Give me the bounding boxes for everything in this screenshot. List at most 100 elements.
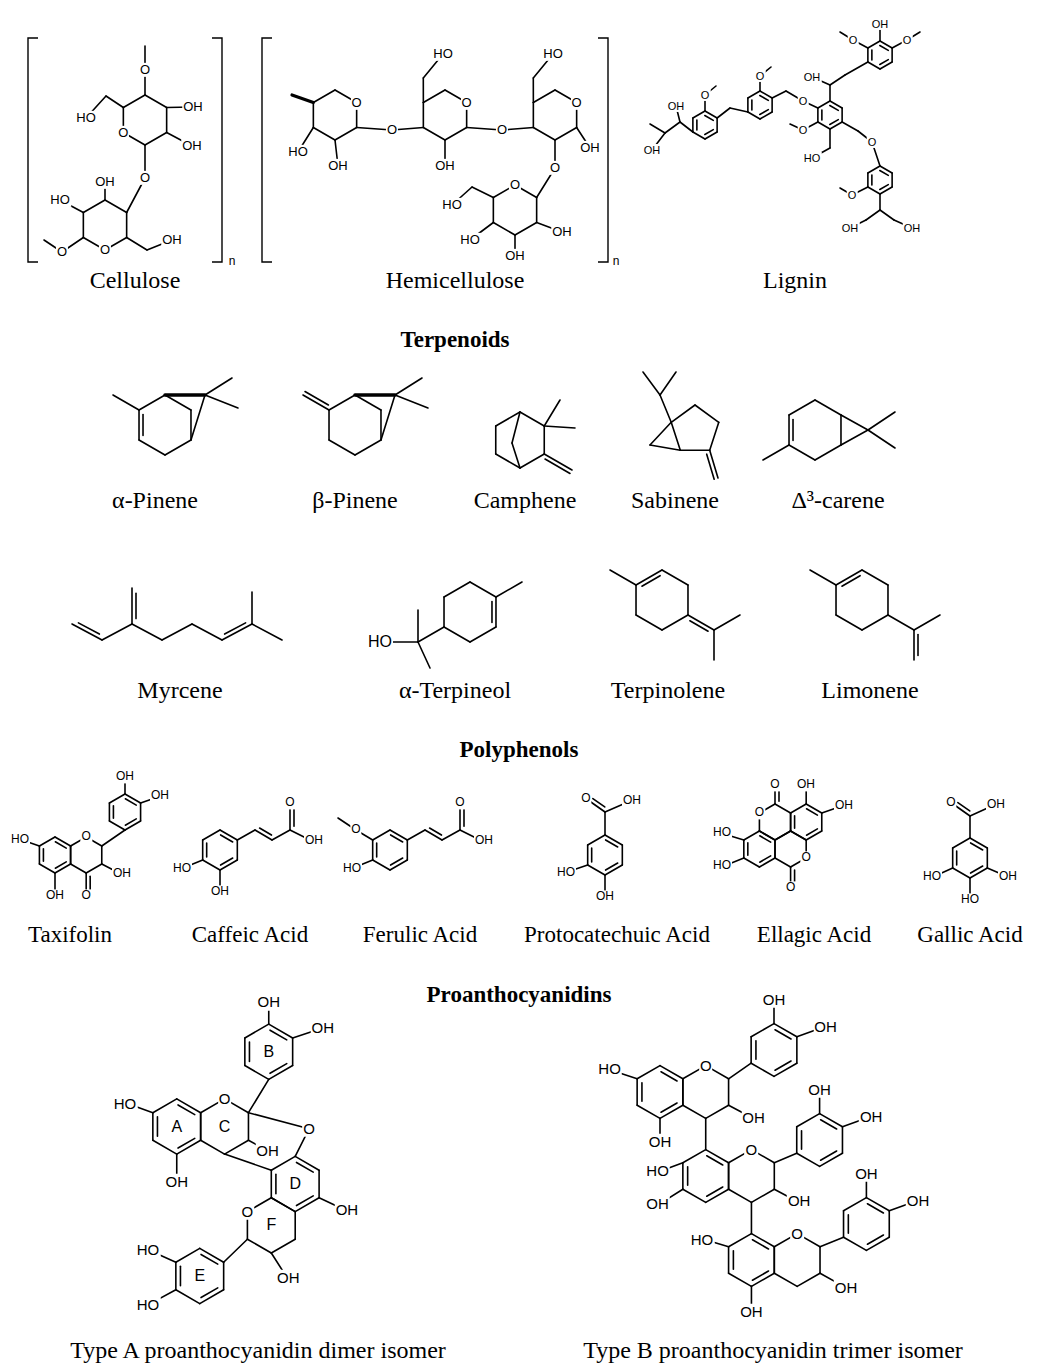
bond-line (180, 1266, 182, 1285)
bond-line (696, 120, 698, 130)
bond-line (844, 1237, 867, 1250)
bond-line (790, 813, 792, 831)
bond-line (606, 840, 618, 847)
bond-line (395, 395, 428, 408)
bond-line (145, 95, 167, 108)
bond-line (687, 1167, 689, 1185)
atom-label: O (139, 63, 151, 77)
bond-line (871, 175, 873, 185)
bond-line (418, 627, 444, 642)
atom-label: HO (556, 866, 576, 879)
bond-line (707, 1187, 723, 1196)
bond-line (272, 830, 290, 840)
bond-line (772, 91, 786, 98)
bond-line (533, 128, 555, 141)
atom-label: OH (335, 1202, 360, 1219)
bond-line (157, 1117, 159, 1136)
bond-line (245, 1024, 269, 1038)
bond-line (866, 210, 880, 220)
polymer-bracket (28, 38, 38, 262)
bond-line (140, 803, 142, 821)
atom-label: OH (834, 1279, 859, 1296)
bond-line (221, 835, 233, 842)
bond-line (660, 372, 676, 395)
atom-label: OH (859, 1109, 884, 1126)
bond-line (842, 122, 858, 131)
bond-line (248, 1079, 268, 1112)
bond-line (707, 454, 714, 479)
bond-line (430, 828, 442, 835)
bond-line (202, 840, 204, 860)
bond-line (176, 1248, 200, 1262)
bond-line (880, 210, 894, 220)
atom-label: OH (739, 1303, 764, 1320)
atom-label: O (350, 823, 361, 836)
bond-line (113, 806, 115, 819)
bond-line (635, 585, 637, 615)
atom-label: OH (504, 249, 526, 263)
compound-name: Limonene (820, 677, 919, 703)
atom-label: HO (690, 1231, 715, 1248)
atom-label: O (769, 778, 780, 791)
atom-label: O (580, 792, 591, 805)
bond-line (970, 838, 987, 848)
bond-line (680, 449, 709, 451)
atom-label: OH (112, 867, 132, 880)
bond-line (372, 840, 374, 860)
bond-line (791, 831, 807, 840)
bond-line (39, 864, 55, 873)
atom-label: HO (597, 1061, 622, 1078)
bond-line (759, 858, 775, 867)
bond-line (841, 430, 868, 445)
bond-line (914, 615, 940, 630)
atom-label: O (461, 95, 473, 109)
bond-line (132, 624, 162, 640)
ring-letter: B (262, 1043, 275, 1061)
bond-line (71, 864, 87, 873)
atom-label: OH (304, 834, 324, 847)
bond-line (244, 1038, 246, 1066)
atom-label: HO (367, 633, 393, 651)
atom-label: O (755, 70, 766, 82)
bond-line (328, 410, 330, 440)
bond-line (970, 868, 987, 878)
bond-line (841, 415, 868, 430)
atom-label: OH (741, 1110, 766, 1127)
atom-label: OH (622, 794, 642, 807)
bond-line (682, 1079, 684, 1105)
atom-label: O (549, 161, 561, 175)
bond-line (313, 90, 335, 103)
bond-line (271, 1198, 295, 1212)
bond-line (373, 860, 390, 870)
bond-line (418, 642, 430, 668)
bond-line (165, 440, 191, 455)
bond-line (237, 830, 255, 840)
section-heading: Terpenoids (399, 327, 510, 352)
atom-label: HO (712, 826, 732, 839)
bond-line (971, 843, 983, 850)
bond-line (744, 858, 760, 867)
bond-line (733, 1251, 735, 1269)
bond-line (70, 846, 72, 864)
bond-line (952, 848, 954, 868)
bond-line (43, 849, 45, 862)
atom-label: OH (998, 870, 1018, 883)
bond-line (270, 1064, 287, 1074)
bond-line (747, 98, 749, 112)
atom-label: HO (960, 893, 980, 906)
bond-line (200, 1113, 202, 1141)
atom-label: OH (327, 159, 349, 173)
bond-line (125, 821, 141, 830)
bond-line (222, 624, 252, 640)
bond-line (113, 395, 139, 410)
bond-line (536, 198, 538, 223)
bond-line (605, 835, 622, 845)
atom-label: HO (10, 833, 30, 846)
bond-line (470, 627, 496, 642)
polymer-bracket (212, 38, 222, 262)
bond-line (880, 171, 888, 176)
atom-label: OH (45, 889, 65, 902)
bond-line (705, 1118, 707, 1149)
